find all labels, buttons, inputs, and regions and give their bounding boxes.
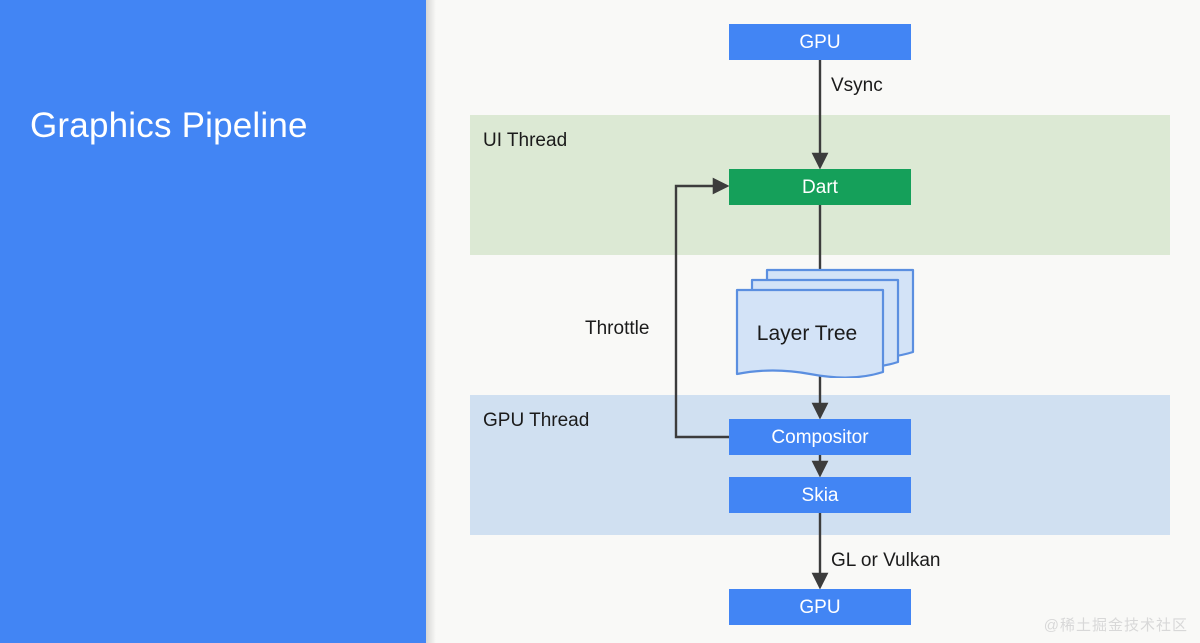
layer-tree-stack: Layer Tree <box>732 266 917 378</box>
layer-card-front <box>735 288 885 378</box>
layer-tree-label: Layer Tree <box>756 322 858 345</box>
edge-label-gl-or-vulkan: GL or Vulkan <box>831 550 941 571</box>
title-panel <box>0 0 426 643</box>
title-panel-shadow <box>426 0 436 643</box>
node-skia[interactable]: Skia <box>729 477 911 513</box>
node-compositor[interactable]: Compositor <box>729 419 911 455</box>
node-dart[interactable]: Dart <box>729 169 911 205</box>
swimlane-gpu-thread: GPU Thread <box>470 395 1170 535</box>
swimlane-label-ui-thread: UI Thread <box>483 130 568 151</box>
page-title: Graphics Pipeline <box>30 106 308 145</box>
node-gpu-top[interactable]: GPU <box>729 24 911 60</box>
edge-label-vsync: Vsync <box>831 75 883 96</box>
watermark: @稀土掘金技术社区 <box>1043 617 1188 634</box>
swimlane-label-gpu-thread: GPU Thread <box>483 410 590 431</box>
node-gpu-bottom[interactable]: GPU <box>729 589 911 625</box>
edge-label-throttle: Throttle <box>585 318 650 339</box>
layer-tree-cards-icon <box>735 268 915 378</box>
